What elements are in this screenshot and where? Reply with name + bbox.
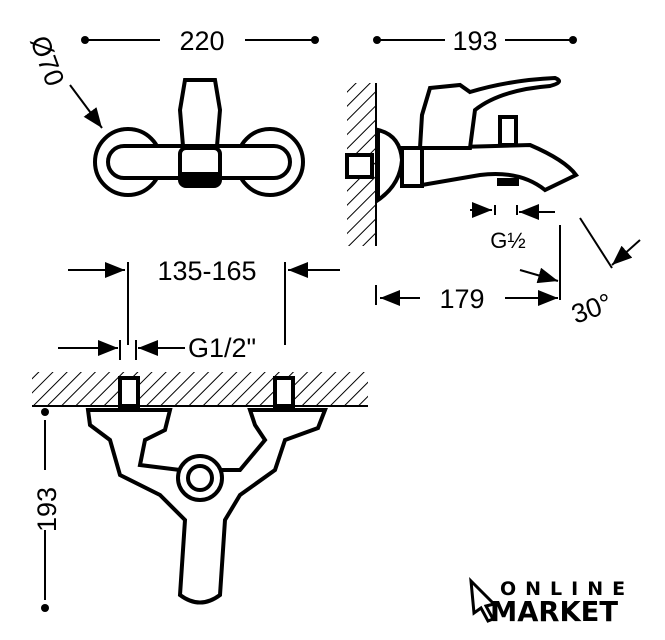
- logo-line2: MARKET: [490, 595, 618, 628]
- logo-line1: ONLINE: [500, 578, 634, 600]
- online-market-logo: ONLINE MARKET: [469, 576, 634, 628]
- spacing-label: 135-165: [157, 256, 256, 286]
- side-depth-label: 193: [452, 26, 497, 56]
- aerator: [182, 172, 218, 186]
- spout-side: [420, 142, 580, 193]
- angle-label: 30°: [567, 288, 616, 330]
- wall-hatch-top: [32, 372, 368, 406]
- width-label: 220: [179, 26, 224, 56]
- projection-label: 179: [439, 284, 484, 314]
- front-view: 220 Ø70: [24, 26, 319, 197]
- diameter-label: Ø70: [24, 32, 70, 90]
- outlet-thread-label: G½: [490, 228, 525, 253]
- top-view: 135-165 G1/2" 193: [30, 256, 368, 612]
- inlet-thread-label: G1/2": [188, 333, 256, 363]
- top-depth-label: 193: [32, 487, 62, 532]
- leader-arrow: [69, 84, 103, 129]
- faucet-top-outline: [85, 408, 328, 605]
- cursor-icon: [469, 576, 497, 623]
- lever-base: [177, 78, 223, 148]
- lever-side: [417, 75, 561, 150]
- side-view: 193 G½ 179 30°: [345, 26, 641, 330]
